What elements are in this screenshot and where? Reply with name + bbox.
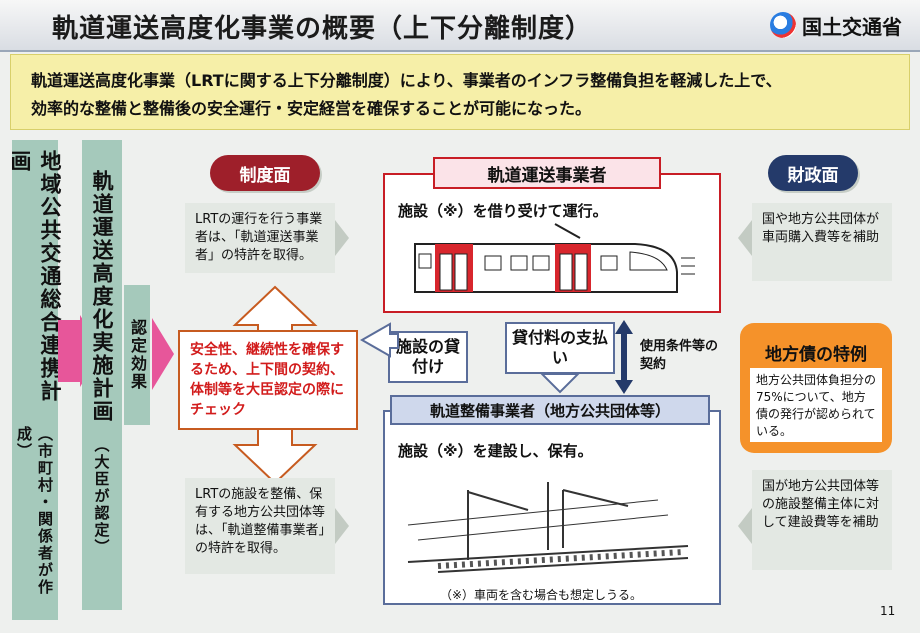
plan-bar-implementation-sub: （大臣が認定）	[92, 437, 111, 556]
arrow-right-gray-2-icon	[335, 508, 349, 544]
lease-fee-box: 貸付料の支払い	[505, 322, 615, 374]
ministry-logo-icon	[770, 12, 796, 38]
facility-lend-box: 施設の貸付け	[388, 331, 468, 383]
system-box-top: LRTの運行を行う事業者は、「軌道運送事業者」の特許を取得。	[185, 203, 335, 273]
local-bond-title: 地方債の特例	[765, 345, 867, 365]
page-number: 11	[880, 604, 896, 618]
summary-line-2: 効率的な整備と整備後の安全運行・安定経営を確保することが可能になった。	[31, 99, 592, 118]
plan-bar-regional-title: 地域公共交通総合連携計画	[8, 150, 62, 403]
maintainer-note: （※）車両を含む場合も想定しうる。	[440, 588, 643, 602]
safety-check-callout: 安全性、継続性を確保するため、上下間の契約、体制等を大臣認定の際にチェック	[178, 330, 358, 430]
arrow-stem-1	[58, 320, 80, 382]
ministry-logo: 国土交通省	[770, 8, 910, 42]
maintainer-label: 軌道整備事業者（地方公共団体等）	[390, 395, 710, 425]
arrow-left-gray-1-icon	[738, 220, 752, 256]
local-bond-text: 地方公共団体負担分の75%について、地方債の発行が認められている。	[750, 368, 882, 442]
plan-bar-regional-sub: （市町村・関係者が作成）	[15, 426, 54, 597]
operator-text: 施設（※）を借り受けて運行。	[398, 202, 608, 220]
contract-text: 使用条件等の契約	[640, 339, 719, 372]
summary-line-1: 軌道運送高度化事業（LRTに関する上下分離制度）により、事業者のインフラ整備負担…	[31, 71, 782, 90]
arrow-down-icon	[540, 373, 580, 394]
summary-box: 軌道運送高度化事業（LRTに関する上下分離制度）により、事業者のインフラ整備負担…	[10, 54, 910, 130]
plan-bar-regional: 地域公共交通総合連携計画 （市町村・関係者が作成）	[8, 140, 62, 620]
effect-label: 認定効果	[124, 285, 150, 425]
arrow-up-left-icon	[360, 322, 399, 358]
track-infrastructure-icon	[407, 482, 689, 573]
title-bar	[0, 0, 920, 52]
system-label: 制度面	[210, 155, 320, 191]
finance-box-bottom: 国が地方公共団体等の施設整備主体に対して建設費等を補助	[752, 470, 892, 570]
arrow-left-gray-2-icon	[738, 508, 752, 544]
finance-box-top: 国や地方公共団体が車両購入費等を補助	[752, 203, 892, 281]
arrow-right-gray-1-icon	[335, 220, 349, 256]
contract-double-arrow-icon	[615, 320, 633, 394]
page-title: 軌道運送高度化事業の概要（上下分離制度）	[52, 14, 593, 44]
plan-bar-implementation: 軌道運送高度化実施計画 （大臣が認定）	[82, 140, 122, 610]
tram-icon	[414, 223, 695, 293]
maintainer-text: 施設（※）を建設し、保有。	[398, 442, 593, 460]
ministry-name: 国土交通省	[802, 14, 902, 39]
system-box-bottom: LRTの施設を整備、保有する地方公共団体等は、「軌道整備事業者」の特許を取得。	[185, 478, 335, 574]
plan-bar-implementation-title: 軌道運送高度化実施計画	[90, 170, 114, 423]
finance-label: 財政面	[768, 155, 858, 191]
effect-label-text: 認定効果	[128, 319, 147, 391]
operator-label: 軌道運送事業者	[433, 157, 661, 189]
arrow-right-2-icon	[152, 318, 174, 390]
